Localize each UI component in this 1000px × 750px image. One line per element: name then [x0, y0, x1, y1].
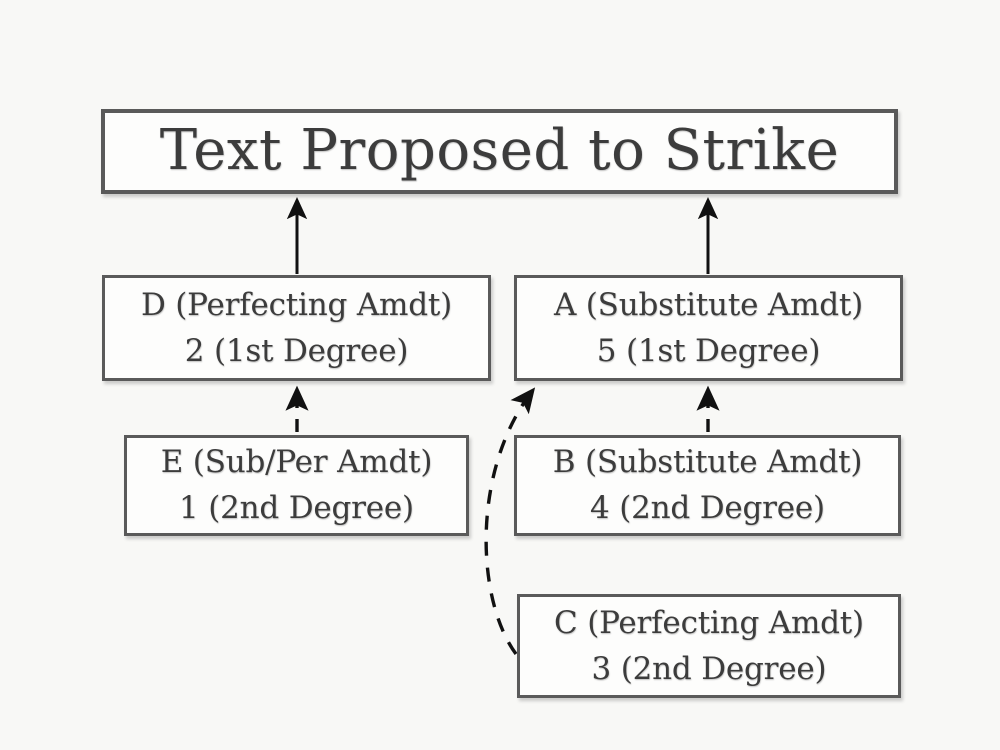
title-text: Text Proposed to Strike [159, 118, 840, 184]
node-e[interactable]: E (Sub/Per Amdt) 1 (2nd Degree) [124, 435, 469, 536]
node-d-degree: 2 (1st Degree) [184, 332, 409, 369]
node-c-label: C (Perfecting Amdt) [554, 604, 864, 641]
node-b-degree: 4 (2nd Degree) [590, 490, 825, 526]
node-a[interactable]: A (Substitute Amdt) 5 (1st Degree) [514, 275, 903, 381]
node-e-label: E (Sub/Per Amdt) [160, 444, 433, 481]
node-c[interactable]: C (Perfecting Amdt) 3 (2nd Degree) [517, 594, 901, 698]
node-e-degree: 1 (2nd Degree) [179, 490, 414, 526]
node-d-label: D (Perfecting Amdt) [140, 286, 453, 323]
node-b-label: B (Substitute Amdt) [552, 444, 863, 481]
node-a-label: A (Substitute Amdt) [553, 286, 864, 323]
node-d[interactable]: D (Perfecting Amdt) 2 (1st Degree) [102, 275, 491, 381]
node-a-degree: 5 (1st Degree) [596, 332, 821, 369]
node-b[interactable]: B (Substitute Amdt) 4 (2nd Degree) [514, 435, 901, 536]
node-c-degree: 3 (2nd Degree) [591, 650, 827, 687]
page-title: Text Proposed to Strike [101, 109, 898, 194]
